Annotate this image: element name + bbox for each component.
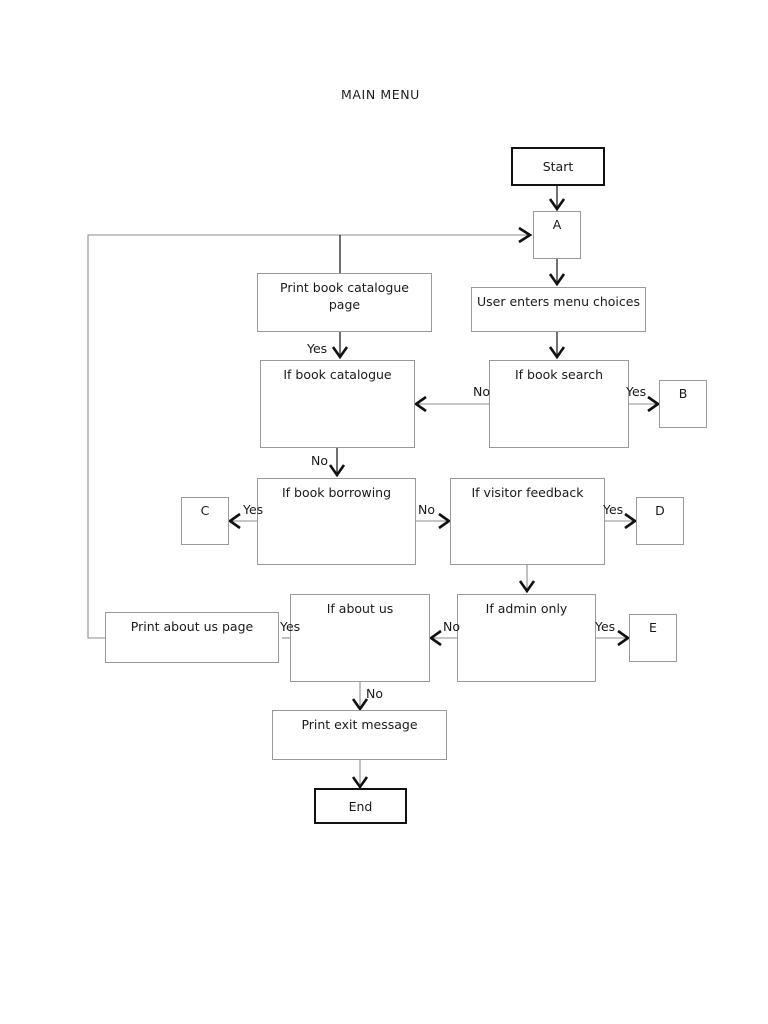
edge-label-book-search-no: No <box>473 384 490 399</box>
node-if-book-search[interactable]: If book search <box>489 360 629 448</box>
node-if-about-us[interactable]: If about us <box>290 594 430 682</box>
edge-label-admin-only-yes: Yes <box>595 619 616 634</box>
node-user-enters-menu-choices[interactable]: User enters menu choices <box>471 287 646 332</box>
node-if-visitor-feedback[interactable]: If visitor feedback <box>450 478 605 565</box>
node-print-exit-message-label: Print exit message <box>301 717 418 732</box>
edge-label-book-borrowing-no: No <box>418 502 435 517</box>
edge-label-about-us-no: No <box>366 686 383 701</box>
node-print-about-us-page-label: Print about us page <box>130 619 254 634</box>
node-connector-c[interactable]: C <box>181 497 229 545</box>
node-print-book-catalogue-page[interactable]: Print book catalogue page <box>257 273 432 332</box>
edge-label-about-us-yes: Yes <box>280 619 301 634</box>
node-connector-e-label: E <box>649 620 657 635</box>
node-end[interactable]: End <box>314 788 407 824</box>
node-connector-a[interactable]: A <box>533 211 581 259</box>
node-end-label: End <box>348 798 373 814</box>
edge-label-admin-only-no: No <box>443 619 460 634</box>
node-if-admin-only[interactable]: If admin only <box>457 594 596 682</box>
node-if-book-borrowing-label: If book borrowing <box>281 485 392 500</box>
edge-label-visitor-feedback-yes: Yes <box>603 502 624 517</box>
node-print-about-us-page[interactable]: Print about us page <box>105 612 279 663</box>
node-if-about-us-label: If about us <box>326 601 394 616</box>
node-connector-e[interactable]: E <box>629 614 677 662</box>
node-connector-b[interactable]: B <box>659 380 707 428</box>
node-start-label: Start <box>542 159 574 174</box>
node-connector-c-label: C <box>200 503 210 518</box>
node-if-visitor-feedback-label: If visitor feedback <box>471 485 584 500</box>
edge-label-book-catalogue-no: No <box>311 453 328 468</box>
node-connector-d[interactable]: D <box>636 497 684 545</box>
edge-label-print-catalogue-yes: Yes <box>307 341 328 356</box>
node-if-book-borrowing[interactable]: If book borrowing <box>257 478 416 565</box>
node-if-book-catalogue-label: If book catalogue <box>283 367 392 382</box>
node-connector-b-label: B <box>678 386 688 401</box>
node-if-book-catalogue[interactable]: If book catalogue <box>260 360 415 448</box>
page-title: MAIN MENU <box>341 87 420 102</box>
node-print-exit-message[interactable]: Print exit message <box>272 710 447 760</box>
node-if-admin-only-label: If admin only <box>485 601 568 616</box>
node-start[interactable]: Start <box>511 147 605 186</box>
node-if-book-search-label: If book search <box>514 367 604 382</box>
edge-label-book-borrowing-yes: Yes <box>243 502 264 517</box>
edge-label-book-search-yes: Yes <box>626 384 647 399</box>
node-connector-a-label: A <box>552 217 562 232</box>
node-connector-d-label: D <box>655 503 665 518</box>
node-user-enters-menu-choices-label: User enters menu choices <box>477 294 640 309</box>
node-print-book-catalogue-page-label: Print book catalogue page <box>280 280 409 312</box>
